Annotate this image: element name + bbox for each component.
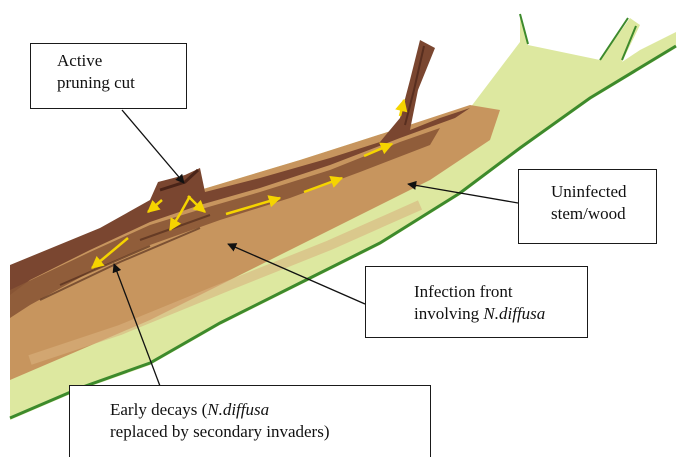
decay-label-species: N.diffusa bbox=[207, 400, 269, 419]
front-label-text: involving bbox=[414, 304, 483, 323]
front-label-line2: involving N.diffusa bbox=[414, 303, 587, 325]
pruning-label-line2: pruning cut bbox=[57, 72, 186, 94]
uninfected-label-line2: stem/wood bbox=[551, 203, 656, 225]
front-label-line1: Infection front bbox=[414, 281, 587, 303]
decay-label-line2: replaced by secondary invaders) bbox=[110, 421, 430, 443]
uninfected-label: Uninfected stem/wood bbox=[518, 169, 657, 244]
pruning-label-line1: Active bbox=[57, 50, 186, 72]
early-decay-label: Early decays (N.diffusa replaced by seco… bbox=[69, 385, 431, 457]
uninfected-label-line1: Uninfected bbox=[551, 181, 656, 203]
pruning-cut-label: Active pruning cut bbox=[30, 43, 187, 109]
decay-label-text: Early decays ( bbox=[110, 400, 207, 419]
infection-front-label: Infection front involving N.diffusa bbox=[365, 266, 588, 338]
decay-label-line1: Early decays (N.diffusa bbox=[110, 399, 430, 421]
front-label-species: N.diffusa bbox=[483, 304, 545, 323]
pruning-pointer bbox=[122, 110, 184, 183]
